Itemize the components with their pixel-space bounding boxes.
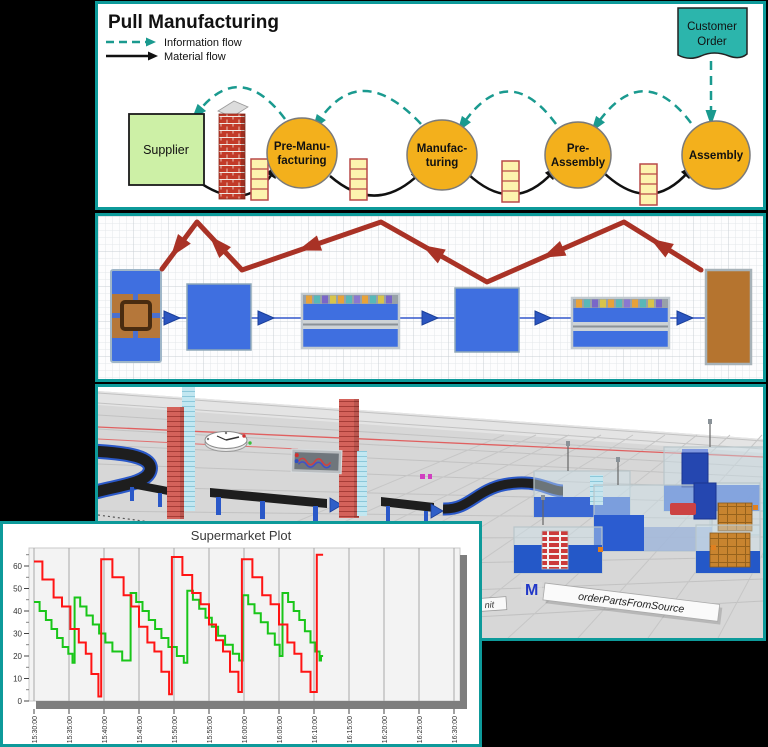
- plot-shadow-right: [460, 555, 467, 709]
- customer-order-label: Customer: [687, 21, 737, 33]
- glass-machine-complex[interactable]: [513, 419, 763, 574]
- red-ring-tower-2[interactable]: [339, 399, 359, 518]
- x-tick-label: 16:25:00: [417, 716, 424, 743]
- machine-box-front-left: [513, 526, 603, 574]
- node-supplier-label: Supplier: [143, 143, 189, 157]
- customer-order-label: Order: [697, 36, 727, 48]
- kanban-return-flow: [159, 219, 704, 285]
- x-tick-label: 16:15:00: [347, 716, 354, 743]
- clock-icon: [204, 431, 252, 452]
- x-tick-label: 16:00:00: [242, 716, 249, 743]
- legend: Information flow Material flow: [106, 37, 242, 63]
- machine-box-back-left: [533, 470, 631, 518]
- plot-shadow-bottom: [36, 701, 467, 709]
- mini-plot-plaque-icon: [290, 448, 343, 475]
- station-block-2[interactable]: [454, 287, 520, 353]
- cyan-ring-tower-1[interactable]: [182, 387, 195, 511]
- conveyor-table-1[interactable]: [126, 479, 168, 507]
- kanban-queue-icons: [250, 158, 658, 206]
- y-tick-label: 30: [13, 630, 22, 639]
- supermarket-block-2[interactable]: [570, 296, 671, 350]
- magenta-floor-marks: [420, 474, 432, 479]
- legend-material-flow-label: Material flow: [164, 51, 226, 63]
- red-ring-tower-1[interactable]: [167, 407, 184, 519]
- x-tick-label: 15:45:00: [137, 716, 144, 743]
- simulation-2d-model: [98, 216, 763, 379]
- node-label: Pre-: [567, 143, 590, 155]
- source-pallet-block[interactable]: [110, 269, 162, 363]
- pull-manufacturing-panel[interactable]: Supplier Pre-Manu- facturing Manufac- tu…: [95, 1, 766, 210]
- x-tick-label: 15:40:00: [102, 716, 109, 743]
- supermarket-plot-chart: 0 10 20 30 40 50 60 15:30:00 15:35:00 15:40:00 15:…: [13, 547, 467, 743]
- node-assembly: Assembly: [681, 120, 751, 190]
- series-supermarket-level-green: [34, 589, 324, 664]
- x-tick-label: 16:20:00: [382, 716, 389, 743]
- y-tick-label: 10: [13, 675, 22, 684]
- x-tick-label: 16:30:00: [452, 716, 459, 743]
- flow-arrow-icon: [430, 503, 444, 519]
- method-marker[interactable]: M: [521, 582, 542, 599]
- x-tick-label: 15:35:00: [67, 716, 74, 743]
- machine-box-front-right: [695, 524, 761, 574]
- node-label: Assembly: [551, 157, 606, 169]
- warning-box-icons: [598, 505, 758, 552]
- node-pre-assembly: Pre- Assembly: [544, 121, 612, 189]
- legend-info-flow-label: Information flow: [164, 37, 242, 49]
- plot-title: Supermarket Plot: [190, 528, 292, 543]
- connector-arrow-icons: [163, 310, 695, 326]
- node-label: Pre-Manu-: [274, 141, 330, 153]
- conveyor-table-2[interactable]: [210, 488, 327, 524]
- supermarket-plot-window[interactable]: Supermarket Plot 0 10 20 30 40 50 60 15:30:00 15…: [0, 521, 482, 747]
- flow-arrow-icon: [329, 497, 343, 513]
- node-supplier: Supplier: [128, 113, 205, 186]
- information-flow-arcs: [197, 61, 713, 125]
- y-tick-label: 40: [13, 607, 22, 616]
- node-label: facturing: [277, 155, 326, 167]
- node-pre-manufacturing: Pre-Manu- facturing: [266, 117, 338, 189]
- method-name-label: orderPartsFromSource: [542, 582, 723, 625]
- x-tick-label: 15:30:00: [32, 716, 39, 743]
- brick-pallet-stack-icon: [217, 100, 249, 200]
- x-tick-label: 15:55:00: [207, 716, 214, 743]
- antenna-icons: [542, 423, 711, 525]
- customer-order-node: Customer Order: [677, 7, 748, 59]
- node-manufacturing: Manufac- turing: [406, 119, 478, 191]
- y-tick-label: 0: [18, 697, 23, 706]
- drain-block[interactable]: [704, 268, 753, 366]
- conveyor-table-3[interactable]: [381, 497, 434, 527]
- node-label: turing: [426, 157, 459, 169]
- stored-parts-icons: [576, 299, 662, 308]
- method-m-icon: M: [525, 582, 538, 599]
- x-tick-label: 15:50:00: [172, 716, 179, 743]
- stored-parts-icons: [306, 295, 392, 304]
- legend-dashed-arrow-icon: [146, 37, 156, 47]
- y-tick-label: 50: [13, 585, 22, 594]
- x-tick-label: 16:05:00: [277, 716, 284, 743]
- station-block-1[interactable]: [186, 283, 252, 351]
- supermarket-block-1[interactable]: [300, 292, 401, 350]
- machine-box-right: [709, 482, 761, 536]
- legend-solid-arrow-icon: [148, 51, 158, 61]
- y-tick-label: 20: [13, 652, 22, 661]
- antenna-knobs: [541, 419, 712, 500]
- cyan-ring-tower-2[interactable]: [357, 451, 367, 516]
- svg-text:nit: nit: [484, 599, 495, 610]
- node-label: Assembly: [689, 150, 744, 162]
- y-tick-label: 60: [13, 562, 22, 571]
- series-supermarket-level-red: [34, 553, 324, 698]
- simulation-2d-panel[interactable]: [95, 213, 766, 382]
- s-curve-conveyor[interactable]: [98, 443, 158, 500]
- x-tick-label: 16:10:00: [312, 716, 319, 743]
- node-label: Manufac-: [417, 143, 468, 155]
- diagram-title: Pull Manufacturing: [108, 12, 279, 33]
- pull-manufacturing-diagram: Supplier Pre-Manu- facturing Manufac- tu…: [106, 7, 751, 206]
